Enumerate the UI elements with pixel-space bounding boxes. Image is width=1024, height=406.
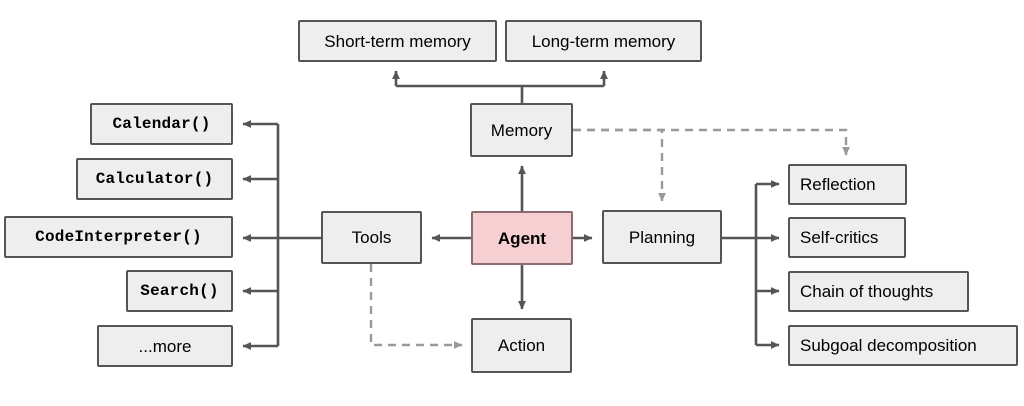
node-reflection[interactable]: Reflection <box>788 164 907 205</box>
node-calculator-tool[interactable]: Calculator() <box>76 158 233 200</box>
node-agent[interactable]: Agent <box>471 211 573 265</box>
node-chain-of-thoughts[interactable]: Chain of thoughts <box>788 271 969 312</box>
edge-tools-to-action-dashed <box>369 264 463 349</box>
node-tools[interactable]: Tools <box>321 211 422 264</box>
node-codeinterpreter-tool[interactable]: CodeInterpreter() <box>4 216 233 258</box>
node-subgoal-decomposition[interactable]: Subgoal decomposition <box>788 325 1018 366</box>
node-calendar-tool[interactable]: Calendar() <box>90 103 233 145</box>
node-more-tools[interactable]: ...more <box>97 325 233 367</box>
node-action[interactable]: Action <box>471 318 572 373</box>
node-short-term-memory[interactable]: Short-term memory <box>298 20 497 62</box>
node-self-critics[interactable]: Self-critics <box>788 217 906 258</box>
node-planning[interactable]: Planning <box>602 210 722 264</box>
edge-memory-to-planning-dashed <box>573 128 666 202</box>
node-search-tool[interactable]: Search() <box>126 270 233 312</box>
node-long-term-memory[interactable]: Long-term memory <box>505 20 702 62</box>
node-memory[interactable]: Memory <box>470 103 573 157</box>
edge-memory-to-reflection-dashed <box>573 128 850 156</box>
